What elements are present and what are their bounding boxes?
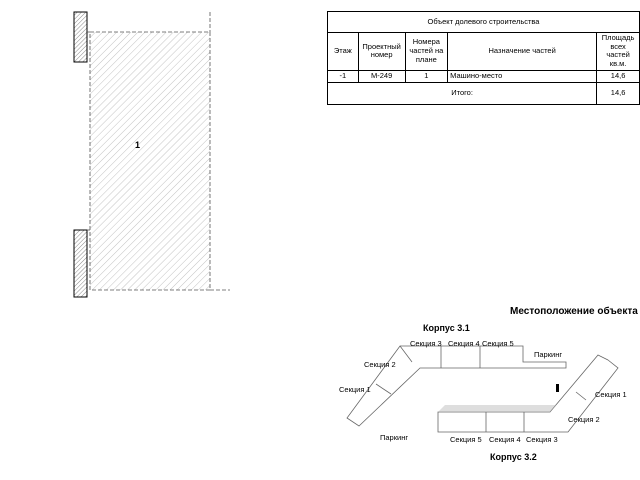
total-value: 14,6 [596,81,640,105]
table-row: -1 М-249 1 Машино-место 14,6 [327,69,640,83]
header-project-number: Проектный номер [357,32,406,71]
location-title: Местоположение объекта [510,305,638,317]
section-label-3-1-1: Секция 1 [339,385,371,394]
table-title: Объект долевого строительства [327,11,640,33]
section-label-3-2-1: Секция 1 [595,390,627,399]
header-purpose: Назначение частей [447,32,598,71]
object-table: Объект долевого строительства Этаж Проек… [326,11,640,105]
cell-area: 14,6 [596,69,640,83]
cell-project-number: М-249 [357,69,406,83]
total-label: Итого: [326,81,598,105]
cell-floor: -1 [327,69,359,83]
section-label-3-1-5: Секция 5 [482,339,514,348]
building-3-2 [437,354,619,433]
header-area: Площадь всех частей кв.м. [596,32,640,71]
unit-number: 1 [135,140,140,150]
section-label-3-1-4: Секция 4 [448,339,480,348]
section-label-3-2-2: Секция 2 [568,415,600,424]
section-label-3-2-5: Секция 5 [450,435,482,444]
parking-space-plan: 1 [73,11,230,298]
building-3-1-label: Корпус 3.1 [423,323,470,333]
section-label-3-2-4: Секция 4 [489,435,521,444]
section-label-3-1-3: Секция 3 [410,339,442,348]
building-3-2-label: Корпус 3.2 [490,452,537,462]
location-marker [556,384,559,392]
table-total-row: Итого: 14,6 [326,81,640,105]
column-top [73,11,88,63]
cell-purpose: Машино-место [447,69,598,83]
cell-part-number: 1 [404,69,449,83]
parking-label-top: Паркинг [534,350,562,359]
section-label-3-1-2: Секция 2 [364,360,396,369]
parking-space-area [89,31,211,291]
header-floor: Этаж [327,32,359,71]
column-bottom [73,229,88,298]
building-3-1 [346,345,567,427]
location-scheme: Местоположение объекта Корпус 3.1 Секция… [339,305,638,462]
section-label-3-2-3: Секция 3 [526,435,558,444]
header-part-numbers: Номера частей на плане [404,32,449,71]
parking-label-bottom: Паркинг [380,433,408,442]
